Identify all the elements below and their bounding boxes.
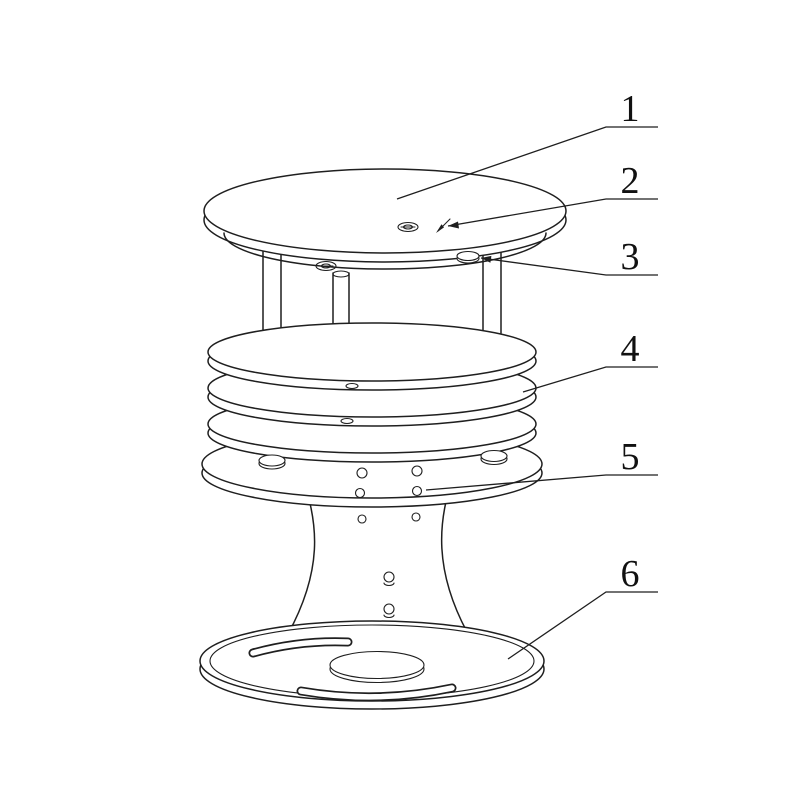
callout-6: 6: [507, 553, 658, 660]
louver-stack: [207, 322, 537, 463]
base-center-hole: [329, 650, 425, 684]
cap-dome: [203, 168, 567, 254]
cap-underside-plate: [223, 232, 547, 270]
callout-3: 3: [480, 236, 658, 278]
post-top-ellipse: [332, 270, 350, 278]
ring-mounting-holes: [258, 449, 508, 470]
callout-5: 5: [425, 436, 658, 491]
callout-number-2: 2: [621, 160, 640, 202]
callout-4: 4: [522, 328, 658, 393]
support-post-right: [482, 240, 502, 334]
callout-number-5: 5: [621, 436, 640, 478]
vent-hole: [456, 250, 480, 264]
base-slot-left: [248, 637, 353, 658]
support-post-left: [262, 237, 282, 335]
louver-plate-1: [207, 322, 537, 391]
callout-number-1: 1: [621, 88, 640, 130]
leader-line-1: [396, 126, 658, 200]
callout-1: 1: [396, 88, 658, 200]
screw-left: [315, 260, 337, 272]
leader-arrow-3: [481, 255, 492, 263]
pointer-mark: [436, 218, 451, 233]
screw-top: [397, 221, 419, 233]
leader-line-6: [507, 591, 658, 660]
cone-holes: [354, 465, 423, 619]
callouts: 1 2 3 4 5 6: [396, 88, 658, 660]
top-cap: [203, 168, 567, 270]
callout-number-4: 4: [621, 328, 640, 370]
leader-arrow-2: [448, 221, 459, 229]
louver-mark: [345, 382, 359, 390]
base-slot-bottom: [296, 683, 457, 702]
leader-line-5: [425, 474, 658, 491]
callout-2: 2: [447, 160, 658, 229]
callout-number-6: 6: [621, 553, 640, 595]
leader-line-3: [480, 257, 658, 276]
louver-mark: [340, 417, 354, 425]
mounting-base-plate: [199, 620, 545, 710]
leader-line-2: [447, 198, 658, 227]
callout-number-3: 3: [621, 236, 640, 278]
cap-details: [315, 218, 480, 272]
leader-line-4: [522, 366, 658, 393]
